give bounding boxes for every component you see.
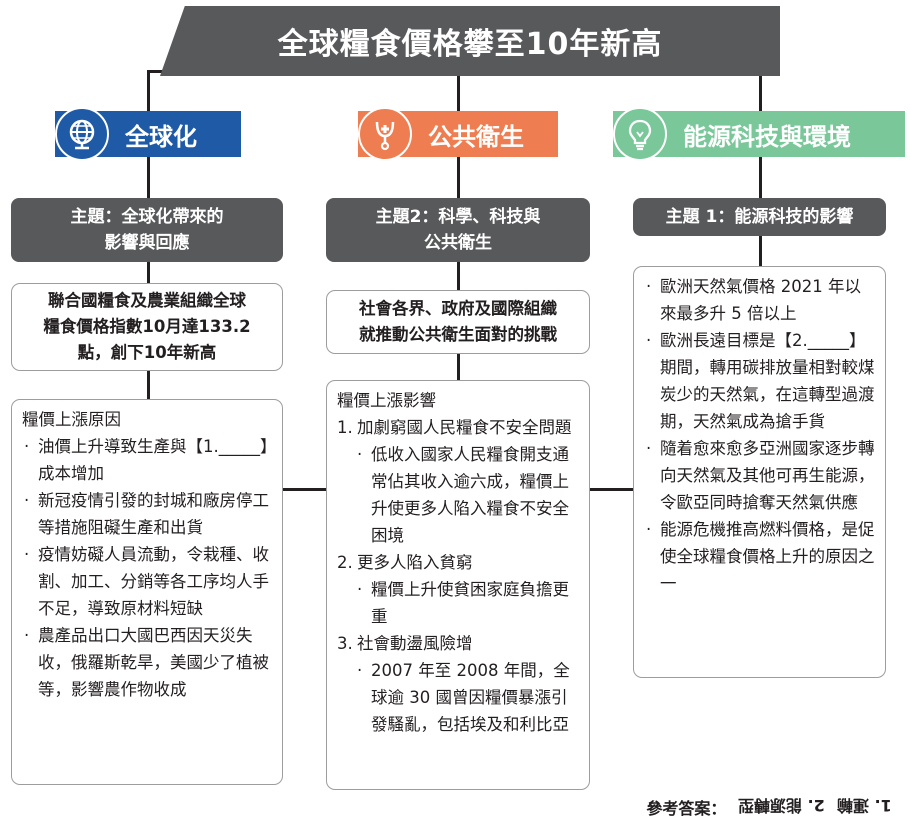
theme-line: 主題：全球化帶來的 [70,207,224,227]
detail-globalization: 糧價上漲原因 油價上升導致生產與【1._____】成本增加 新冠疫情引發的封城和… [11,399,283,785]
detail-public-health: 糧價上漲影響 1. 加劇窮國人民糧食不安全問題 低收入國家人民糧食開支通常佔其收… [326,380,590,790]
item-title: 社會動盪風險增 [357,634,473,653]
answer-item: 2. 能源轉型 [738,796,826,815]
item-number: 3. [337,634,353,653]
item-number: 2. [337,553,353,572]
globe-icon [55,107,109,161]
item-title: 更多人陷入貧窮 [357,553,473,572]
list-item: 3. 社會動盪風險增 [337,630,581,657]
list-item: 疫情妨礙人員流動，令栽種、收割、加工、分銷等各工序均人手不足，導致原材料短缺 [22,541,274,622]
list-item: 2. 更多人陷入貧窮 [337,549,581,576]
category-public-health: 公共衛生 [358,107,558,161]
lightbulb-icon [613,107,667,161]
theme-globalization: 主題：全球化帶來的 影響與回應 [11,198,283,262]
theme-line: 主題2：科學、科技與 [375,207,541,227]
stethoscope-icon [358,107,412,161]
detail-energy: 歐洲天然氣價格 2021 年以來最多升 5 倍以上 歐洲長遠目標是【2.____… [633,266,886,678]
category-label: 全球化 [125,122,197,151]
theme-line: 公共衛生 [424,233,492,253]
theme-energy: 主題 1：能源科技的影響 [633,198,886,236]
list-item: 1. 加劇窮國人民糧食不安全問題 [337,414,581,441]
item-number: 1. [337,418,353,437]
list-item: 2007 年至 2008 年間，全球逾 30 國曾因糧價暴漲引發騷亂，包括埃及和… [337,657,581,738]
answers-label: 參考答案： [646,799,727,818]
list-item: 低收入國家人民糧食開支通常佔其收入逾六成，糧價上升使更多人陷入糧食不安全困境 [337,441,581,549]
summary-public-health: 社會各界、政府及國際組織 就推動公共衛生面對的挑戰 [326,290,590,354]
detail-heading: 糧價上漲原因 [22,410,121,429]
theme-line: 影響與回應 [104,233,190,253]
category-energy: 能源科技與環境 [613,107,905,161]
list-item: 歐洲天然氣價格 2021 年以來最多升 5 倍以上 [644,273,877,327]
theme-line: 主題 1：能源科技的影響 [665,207,854,227]
summary-line: 社會各界、政府及國際組織 [359,299,557,318]
summary-line: 點，創下10年新高 [77,343,217,362]
list-item: 歐洲長遠目標是【2._____】期間，轉用碳排放量相對較煤炭少的天然氣，在這轉型… [644,327,877,435]
summary-line: 就推動公共衛生面對的挑戰 [359,325,557,344]
theme-public-health: 主題2：科學、科技與 公共衛生 [326,198,590,262]
list-item: 糧價上升使貧困家庭負擔更重 [337,576,581,630]
list-item: 油價上升導致生產與【1._____】成本增加 [22,433,274,487]
list-item: 新冠疫情引發的封城和廠房停工等措施阻礙生產和出貨 [22,487,274,541]
category-globalization: 全球化 [55,107,241,161]
detail-heading: 糧價上漲影響 [337,391,436,410]
list-item: 農產品出口大國巴西因天災失收，俄羅斯乾旱，美國少了植被等，影響農作物收成 [22,622,274,703]
list-item: 隨着愈來愈多亞洲國家逐步轉向天然氣及其他可再生能源，令歐亞同時搶奪天然氣供應 [644,435,877,516]
connector [759,70,762,270]
summary-line: 聯合國糧食及農業組織全球 [48,291,246,310]
reference-answers: 參考答案： 2. 能源轉型 1. 運輸 [646,795,892,819]
summary-line: 糧食價格指數10月達133.2 [43,317,251,336]
answer-item: 1. 運輸 [837,796,892,815]
category-label: 公共衛生 [428,122,524,151]
summary-globalization: 聯合國糧食及農業組織全球 糧食價格指數10月達133.2 點，創下10年新高 [11,283,283,371]
list-item: 能源危機推高燃料價格，是促使全球糧食價格上升的原因之一 [644,516,877,597]
page-title: 全球糧食價格攀至10年新高 [160,6,780,76]
category-label: 能源科技與環境 [683,122,851,151]
item-title: 加劇窮國人民糧食不安全問題 [357,418,572,437]
